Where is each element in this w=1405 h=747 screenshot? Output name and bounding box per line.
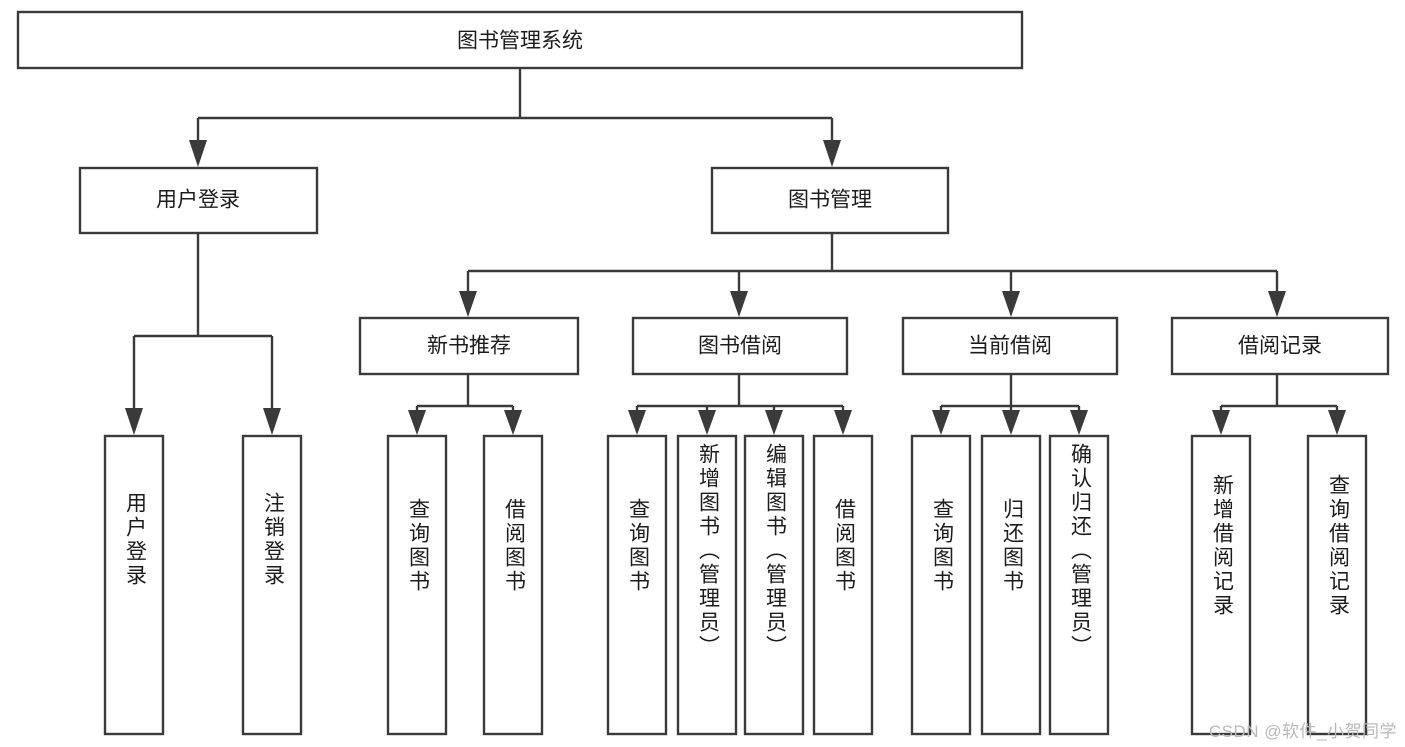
- connector-layer: [125, 68, 1346, 435]
- node-leaf-add-book[interactable]: [676, 434, 738, 736]
- arrow-head-leaf-query-book-2: [628, 410, 646, 435]
- node-user-login[interactable]: [78, 166, 319, 235]
- arrow-head-leaf-query-record: [1328, 410, 1346, 435]
- node-book-borrow-label: 图书借阅: [698, 335, 782, 358]
- arrow-head-leaf-edit-book: [765, 410, 783, 435]
- node-leaf-query-book-2[interactable]: [606, 434, 668, 736]
- node-leaf-query-book-1[interactable]: [386, 434, 448, 736]
- node-root-label: 图书管理系统: [457, 30, 583, 53]
- node-leaf-edit-book[interactable]: [743, 434, 805, 736]
- arrow-head-borrow-record: [1268, 291, 1286, 317]
- watermark-text: CSDN @软件_小贺同学: [1208, 722, 1397, 741]
- arrow-head-leaf-borrow-book-2: [834, 410, 852, 435]
- node-leaf-borrow-book-2[interactable]: [812, 434, 874, 736]
- arrow-head-leaf-user-login: [125, 408, 143, 435]
- arrow-head-book-borrow: [730, 291, 748, 317]
- node-book-manage-label: 图书管理: [788, 189, 872, 212]
- arrow-head-leaf-return-book: [1002, 410, 1020, 435]
- node-new-book-recommend-label: 新书推荐: [427, 335, 511, 358]
- node-new-book-recommend[interactable]: [358, 316, 580, 376]
- node-leaf-query-book-3[interactable]: [910, 434, 972, 736]
- node-leaf-logout-login[interactable]: [241, 434, 303, 736]
- node-root[interactable]: [16, 10, 1024, 70]
- arrow-head-leaf-add-record: [1212, 410, 1230, 435]
- node-leaf-user-login[interactable]: [103, 434, 165, 736]
- node-borrow-record-label: 借阅记录: [1238, 335, 1322, 358]
- arrow-head-current-borrow: [1002, 291, 1020, 317]
- node-leaf-return-book[interactable]: [980, 434, 1042, 736]
- node-borrow-record[interactable]: [1170, 316, 1390, 376]
- node-layer: 图书管理系统 用户登录 图书管理 新书推荐 图书借阅 当前借阅 借阅记录: [16, 10, 1390, 736]
- node-leaf-borrow-book-1[interactable]: [482, 434, 544, 736]
- arrow-head-leaf-query-book-1: [408, 410, 426, 435]
- node-leaf-confirm-return[interactable]: [1048, 434, 1110, 736]
- node-leaf-query-record[interactable]: [1306, 434, 1368, 736]
- node-book-manage[interactable]: [710, 166, 950, 235]
- arrow-head-leaf-borrow-book-1: [504, 410, 522, 435]
- arrow-head-leaf-confirm-return: [1070, 410, 1088, 435]
- arrow-head-book-manage: [823, 140, 841, 167]
- arrow-head-leaf-add-book: [698, 410, 716, 435]
- node-leaf-add-record[interactable]: [1190, 434, 1252, 736]
- node-current-borrow[interactable]: [901, 316, 1119, 376]
- node-user-login-label: 用户登录: [156, 189, 240, 212]
- arrow-head-new-book-recommend: [459, 291, 477, 317]
- arrow-head-user-login: [189, 140, 207, 167]
- node-current-borrow-label: 当前借阅: [968, 335, 1052, 358]
- arrow-head-leaf-query-book-3: [932, 410, 950, 435]
- node-book-borrow[interactable]: [631, 316, 849, 376]
- arrow-head-leaf-logout-login: [263, 408, 281, 435]
